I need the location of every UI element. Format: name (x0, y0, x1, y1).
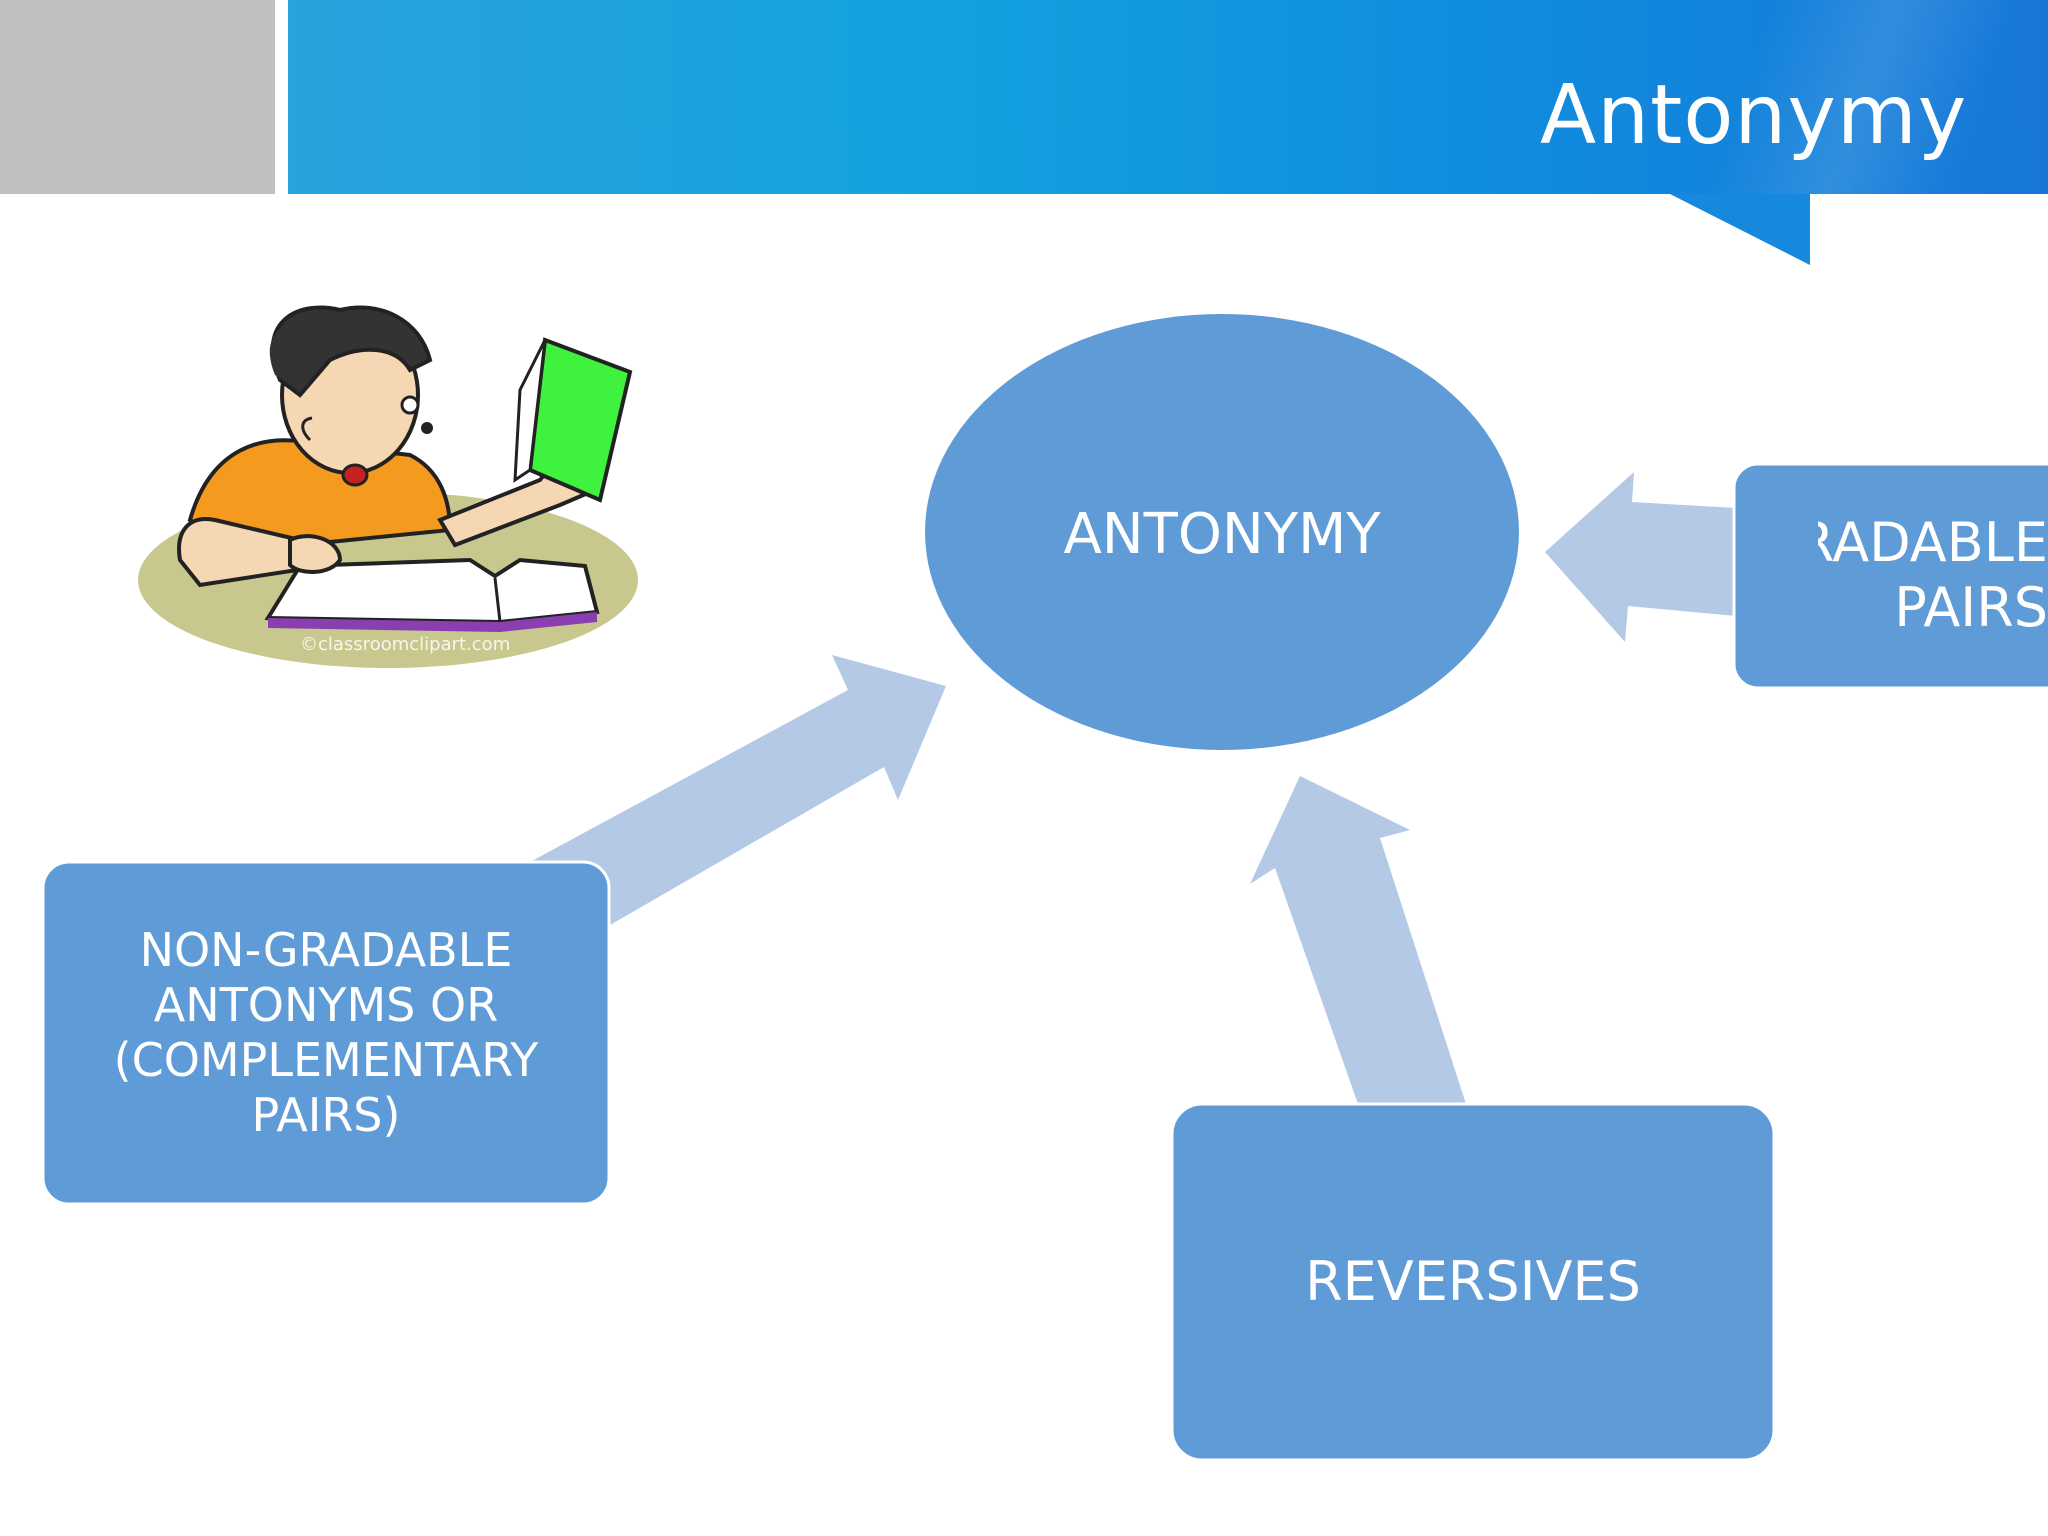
arrow-non-gradable-to-antonymy (530, 655, 946, 925)
header-side-block (0, 0, 275, 194)
slide-title: Antonymy (1540, 68, 1968, 163)
antonymy-node-label: ANTONYMY (1063, 502, 1381, 568)
title-band (288, 0, 2048, 194)
gradable-node-label: GRADABLE PAIRS (1818, 511, 2048, 639)
clipart-credit: ©classroomclipart.com (300, 634, 511, 655)
student-reading-icon (138, 305, 638, 668)
non-gradable-node-label: NON-GRADABLE ANTONYMS OR (COMPLEMENTARY … (113, 922, 539, 1143)
title-callout-tail (1670, 194, 1810, 265)
arrow-reversives-to-antonymy (1250, 776, 1466, 1104)
reversives-node-label: REVERSIVES (1305, 1249, 1641, 1313)
gradable-node (1732, 462, 2048, 690)
arrow-gradable-to-antonymy (1545, 472, 1736, 642)
reversives-node (1170, 1102, 1776, 1462)
non-gradable-node (41, 860, 611, 1206)
antonymy-node (925, 314, 1519, 750)
